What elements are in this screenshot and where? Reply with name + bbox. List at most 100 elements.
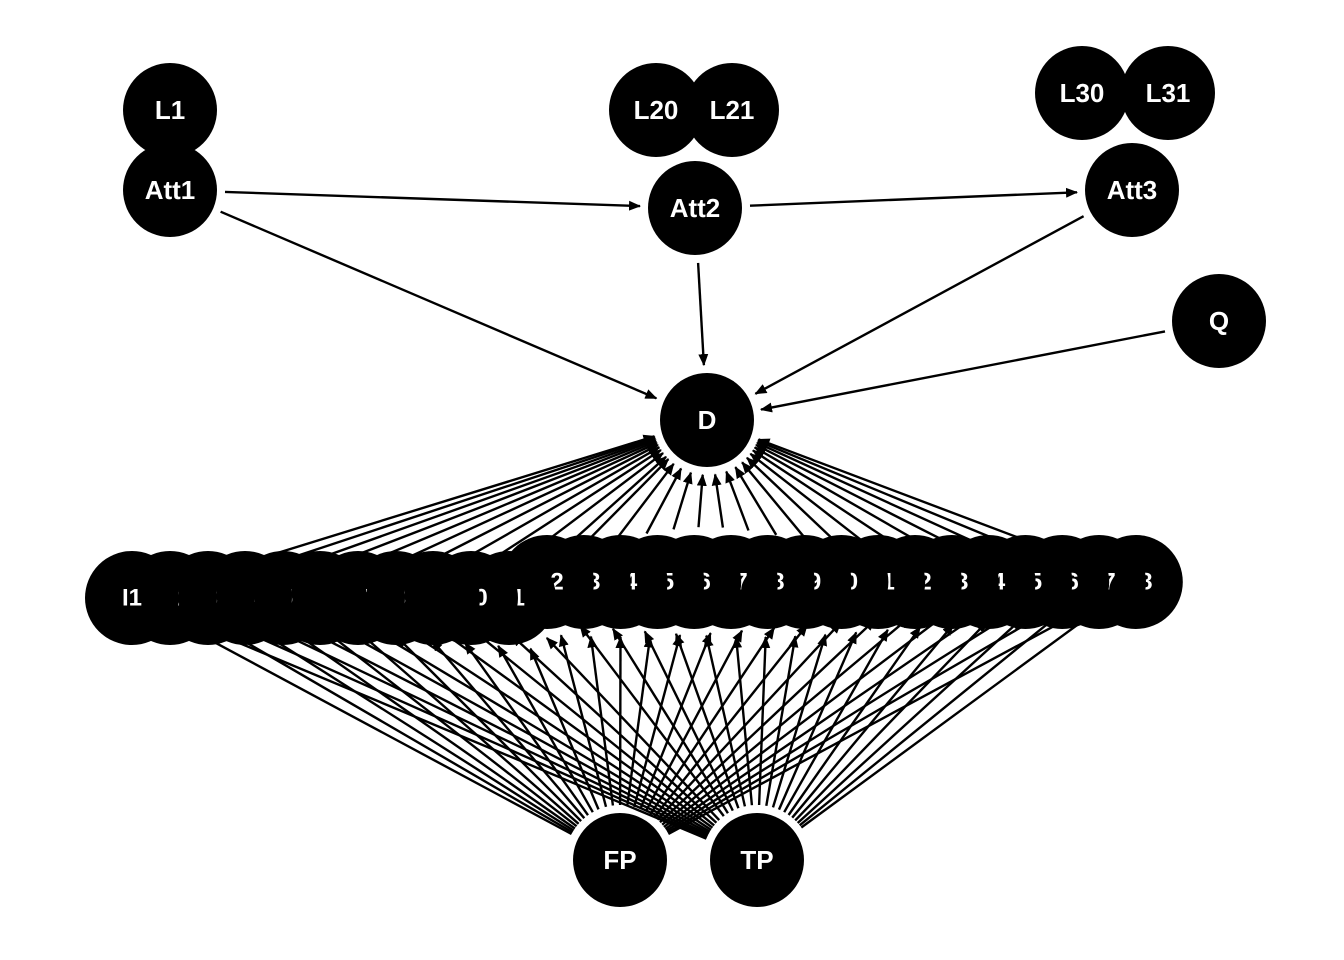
- edge-i14-to-d: [645, 467, 683, 535]
- edge-tp-to-i19: [765, 635, 799, 807]
- edge-fp-to-i17: [639, 632, 712, 810]
- edge-tp-to-i2: [219, 619, 708, 839]
- edge-tp-to-i9: [475, 631, 715, 827]
- node-att1: Att1: [123, 143, 217, 237]
- node-circle-l20: [609, 63, 703, 157]
- node-circle-l1: [123, 63, 217, 157]
- edge-fp-to-i4: [289, 628, 576, 830]
- edge-tp-to-i5: [330, 623, 710, 835]
- node-label-l20: L20: [634, 95, 679, 125]
- edge-fp-to-i6: [360, 633, 580, 825]
- node-circle-l21: [685, 63, 779, 157]
- edge-i8-to-d: [443, 446, 661, 572]
- edge-i19-to-d: [734, 466, 778, 536]
- node-d: D: [660, 373, 754, 467]
- edge-tp-to-i17: [732, 635, 754, 806]
- node-label-l31: L31: [1146, 78, 1191, 108]
- edge-i23-to-d: [752, 449, 907, 553]
- edge-tp-to-i4: [293, 622, 709, 836]
- edge-i17-to-d: [711, 473, 725, 528]
- edge-tp-to-i25: [794, 620, 989, 822]
- node-label-fp: FP: [603, 845, 636, 875]
- node-label-q: Q: [1209, 306, 1229, 336]
- edge-fp-to-i20: [653, 624, 809, 818]
- edge-i13-to-d: [616, 463, 675, 539]
- node-label-d: D: [698, 405, 717, 435]
- edge-fp-to-i8: [430, 639, 586, 819]
- edge-fp-to-i16: [633, 634, 682, 808]
- edge-att3-to-d: [754, 215, 1085, 395]
- edge-fp-to-i27: [666, 608, 1053, 834]
- edge-fp-to-i11: [529, 647, 600, 810]
- node-l31: L31: [1121, 46, 1215, 140]
- edge-i6-to-d: [369, 441, 658, 577]
- edge-i22-to-d: [749, 452, 873, 550]
- edge-i15-to-d: [672, 471, 693, 530]
- node-tp: TP: [710, 813, 804, 907]
- node-att2: Att2: [648, 161, 742, 255]
- edge-fp-to-i7: [396, 636, 582, 822]
- node-att3: Att3: [1085, 143, 1179, 237]
- node-label-att2: Att2: [670, 193, 721, 223]
- node-label-tp: TP: [740, 845, 773, 875]
- node-label-l21: L21: [710, 95, 755, 125]
- edge-fp-to-i28: [667, 607, 1089, 835]
- edge-tp-to-i28: [800, 613, 1093, 829]
- node-circle-l30: [1035, 46, 1129, 140]
- edge-i9-to-d: [478, 448, 662, 570]
- node-l21: L21: [685, 63, 779, 157]
- edge-fp-to-i1: [179, 622, 573, 836]
- node-label-i1: I1: [122, 585, 142, 612]
- edge-i20-to-d: [741, 461, 808, 541]
- node-q: Q: [1172, 274, 1266, 368]
- edge-fp-to-i5: [325, 630, 578, 828]
- node-circle-q: [1172, 274, 1266, 368]
- node-circle-att1: [123, 143, 217, 237]
- edge-i7-to-d: [406, 443, 659, 575]
- node-fp: FP: [573, 813, 667, 907]
- node-l30: L30: [1035, 46, 1129, 140]
- node-circle-fp: [573, 813, 667, 907]
- node-circle-l31: [1121, 46, 1215, 140]
- edge-tp-to-i16: [703, 634, 747, 807]
- edge-fp-to-i3: [253, 626, 575, 832]
- edge-tp-to-i8: [439, 629, 714, 829]
- edge-tp-to-i13: [611, 627, 729, 814]
- node-i1: I1: [85, 551, 179, 645]
- edge-tp-to-i11: [545, 637, 721, 821]
- edge-fp-to-i22: [659, 618, 876, 824]
- edge-q-to-d: [760, 330, 1166, 413]
- edges-layer: [179, 187, 1166, 840]
- node-l1: L1: [123, 63, 217, 157]
- node-label-att3: Att3: [1107, 175, 1158, 205]
- edge-tp-to-i26: [796, 618, 1023, 824]
- edge-tp-to-i20: [771, 633, 827, 808]
- edge-att2-to-d: [696, 262, 709, 367]
- edge-tp-to-i12: [579, 625, 725, 817]
- edge-i12-to-d: [584, 458, 670, 544]
- node-circle-tp: [710, 813, 804, 907]
- edge-tp-to-i23: [787, 626, 922, 816]
- node-label-att1: Att1: [145, 175, 196, 205]
- edge-tp-to-i22: [783, 628, 889, 813]
- edge-att1-to-att2: [224, 190, 641, 211]
- node-l20: L20: [609, 63, 703, 157]
- edge-tp-to-i7: [403, 627, 712, 831]
- edge-i16-to-d: [696, 473, 707, 528]
- edge-fp-to-i9: [464, 641, 589, 816]
- edge-tp-to-i3: [256, 620, 708, 838]
- edge-tp-to-i1: [181, 618, 707, 840]
- edge-tp-to-i21: [777, 631, 858, 811]
- edge-fp-to-i25: [664, 612, 981, 830]
- edge-att2-to-att3: [749, 187, 1078, 207]
- node-circle-att2: [648, 161, 742, 255]
- edge-fp-to-i19: [649, 626, 776, 815]
- edge-tp-to-i18: [757, 636, 771, 806]
- node-circle-att3: [1085, 143, 1179, 237]
- edge-tp-to-i6: [366, 625, 711, 833]
- node-label-l30: L30: [1060, 78, 1105, 108]
- edge-fp-to-i24: [663, 614, 946, 828]
- node-circle-d: [660, 373, 754, 467]
- nodes-layer: L1Att1L20L21Att2L30L31Att3QDI28I27I26I25…: [85, 46, 1266, 907]
